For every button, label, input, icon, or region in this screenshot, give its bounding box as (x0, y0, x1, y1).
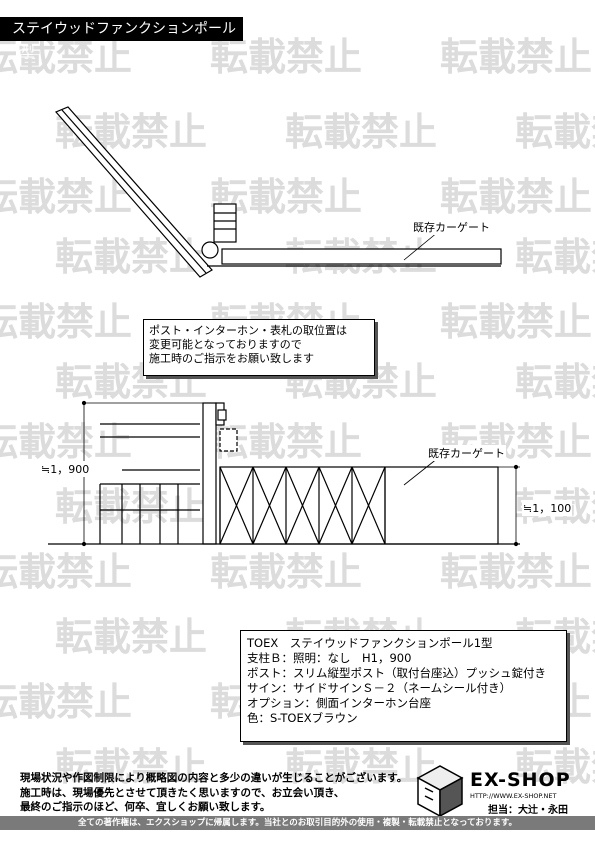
watermark-text: 転載禁止 (0, 420, 132, 464)
height-left-label: ≒1，900 (40, 461, 91, 477)
person-in-charge: 担当：大辻・永田 (488, 805, 568, 816)
watermark-text: 転載禁止 (0, 680, 132, 724)
spec-line: サイン：サイドサインＳ－２（ネームシール付き） (247, 681, 512, 695)
watermark-text: 転載禁止 (515, 745, 595, 789)
watermark-text: 転載禁止 (515, 360, 595, 404)
watermark-text: 転載禁止 (0, 35, 132, 79)
note-line: ポスト・インターホン・表札の取位置は (149, 324, 347, 337)
note-line: 施工時のご指示をお願い致します (149, 352, 314, 365)
spec-box: TOEX ステイウッドファンクションポール1型 支柱Ｂ：照明：なし H1，900… (240, 630, 567, 742)
position-note: ポスト・インターホン・表札の取位置は 変更可能となっておりますので 施工時のご指… (143, 319, 375, 376)
spec-line: オプション：側面インターホン台座 (247, 696, 431, 710)
plan-gate-label: 既存カーゲート (412, 219, 491, 235)
note-line: 変更可能となっておりますので (149, 338, 302, 351)
watermark-text: 転載禁止 (515, 235, 595, 279)
watermark-text: 転載禁止 (515, 110, 595, 154)
watermark-text: 転載禁止 (440, 550, 592, 594)
watermark-text: 転載禁止 (440, 175, 592, 219)
watermark-text: 転載禁止 (210, 550, 362, 594)
logo-name: EX-SHOP (470, 769, 571, 791)
disclaimer: 現場状況や作図制限により概略図の内容と多少の違いが生じることがございます。 施工… (20, 771, 410, 815)
watermark-text: 転載禁止 (55, 615, 207, 659)
watermark-text: 転載禁止 (440, 35, 592, 79)
watermark-text: 転載禁止 (440, 300, 592, 344)
watermark-text: 転載禁止 (55, 745, 207, 789)
watermark-text: 転載禁止 (210, 35, 362, 79)
page-title: ステイウッドファンクションポール1型 (0, 17, 243, 61)
ex-shop-logo-icon (416, 765, 464, 818)
elevation-view (48, 400, 520, 547)
watermark-text: 転載禁止 (55, 485, 207, 529)
watermark-text: 転載禁止 (0, 175, 132, 219)
elevation-gate-label: 既存カーゲート (427, 445, 506, 461)
spec-line: TOEX ステイウッドファンクションポール1型 (247, 636, 493, 650)
copyright-footer: 全ての著作権は、エクスショップに帰属します。当社とのお取引目的外の使用・複製・転… (0, 816, 595, 830)
spec-line: 色：S-TOEXブラウン (247, 711, 358, 725)
spec-line: ポスト：スリム縦型ポスト（取付台座込）プッシュ錠付き (247, 666, 546, 680)
plan-view (55, 106, 502, 278)
watermark-text: 転載禁止 (0, 300, 132, 344)
disclaimer-line: 現場状況や作図制限により概略図の内容と多少の違いが生じることがございます。 (20, 772, 408, 784)
height-right-label: ≒1，100 (522, 500, 573, 516)
logo-url: HTTP://WWW.EX-SHOP.NET (470, 792, 557, 800)
disclaimer-line: 施工時は、現場優先とさせて頂きたく思いますので、お立会い頂き、 (20, 786, 345, 799)
watermark-text: 転載禁止 (0, 550, 132, 594)
watermark-text: 転載禁止 (285, 110, 437, 154)
spec-line: 支柱Ｂ：照明：なし H1，900 (247, 651, 412, 665)
watermark-text: 転載禁止 (285, 745, 437, 789)
disclaimer-line: 最終のご指示のほど、何卒、宜しくお願い致します。 (20, 801, 271, 813)
